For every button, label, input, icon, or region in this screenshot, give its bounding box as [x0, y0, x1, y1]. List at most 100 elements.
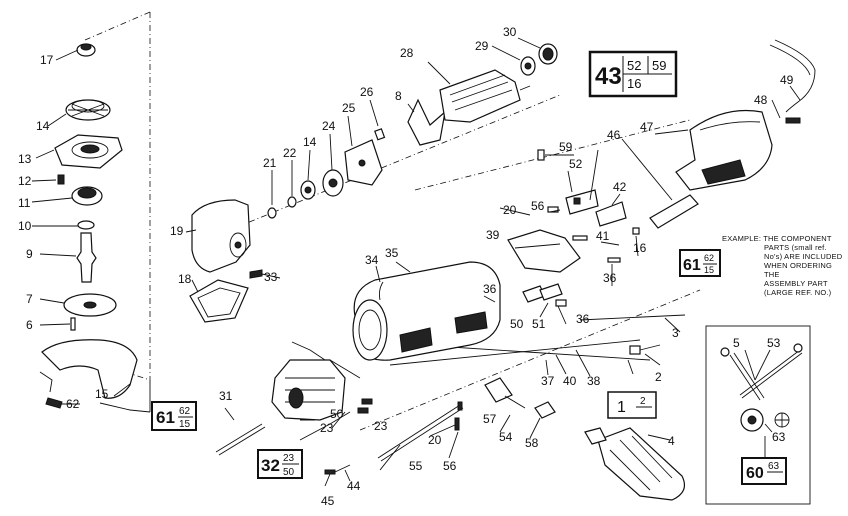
example-note: EXAMPLE: THE COMPONENT PARTS (small ref.… [722, 234, 848, 297]
callout: 6 [26, 318, 33, 332]
callout: 16 [633, 241, 647, 255]
example-note-line: (LARGE REF. NO.) [764, 288, 832, 297]
callout: 9 [26, 247, 33, 261]
svg-text:23: 23 [283, 453, 295, 464]
callout: 56 [443, 459, 457, 473]
callout: 37 [541, 374, 555, 388]
callout-labels: 1 2 3 4 5 6 7 8 9 10 11 12 13 14 14 15 1… [18, 25, 801, 508]
callout: 39 [486, 228, 500, 242]
callout: 38 [587, 374, 601, 388]
callout: 57 [483, 412, 497, 426]
callout: 10 [18, 219, 32, 233]
svg-text:32: 32 [261, 456, 280, 475]
svg-text:15: 15 [704, 265, 714, 275]
assembly-ref-61-left: 61 62 15 [151, 401, 197, 431]
svg-text:63: 63 [768, 461, 780, 472]
assembly-ref-32: 32 23 50 [257, 449, 303, 479]
callout: 42 [613, 180, 627, 194]
assembly-ref-1: 1 2 [607, 391, 657, 419]
callout: 22 [283, 146, 297, 160]
callout: 40 [563, 374, 577, 388]
callout: 4 [668, 434, 675, 448]
spindle-stack [39, 43, 138, 409]
motor-housing [352, 261, 501, 361]
callout: 23 [320, 421, 334, 435]
callout: 5 [733, 336, 740, 350]
callout: 13 [18, 152, 32, 166]
callout: 44 [347, 479, 361, 493]
svg-text:61: 61 [683, 257, 701, 274]
side-handle [584, 427, 685, 501]
switch-parts [507, 149, 640, 307]
callout: 20 [428, 433, 442, 447]
callout: 46 [607, 128, 621, 142]
svg-text:1: 1 [617, 399, 626, 416]
callout: 63 [772, 430, 786, 444]
svg-text:52: 52 [627, 58, 641, 73]
svg-text:2: 2 [640, 396, 646, 407]
accessories-inset [705, 325, 811, 505]
field-assembly [271, 341, 373, 421]
callout: 17 [40, 53, 54, 67]
callout: 31 [219, 389, 233, 403]
callout: 51 [532, 317, 546, 331]
example-note-line: No's) ARE INCLUDED [764, 252, 843, 261]
callout: 26 [360, 85, 374, 99]
callout: 25 [342, 101, 356, 115]
gear-case-19 [191, 199, 251, 273]
callout: 7 [26, 292, 33, 306]
plate-42 [595, 201, 627, 227]
callout: 29 [475, 39, 489, 53]
svg-text:50: 50 [283, 467, 295, 478]
svg-text:62: 62 [179, 406, 191, 417]
callout: 47 [640, 120, 654, 134]
armature [407, 43, 558, 146]
callout: 23 [374, 419, 388, 433]
callout: 11 [18, 196, 31, 210]
gasket-18 [189, 279, 249, 323]
capacitor-57 [484, 377, 513, 403]
callout: 14 [303, 135, 317, 149]
callout: 48 [754, 93, 768, 107]
assembly-ref-60: 60 63 [741, 457, 787, 485]
callout: 36 [483, 282, 497, 296]
callout: 24 [322, 119, 336, 133]
assembly-ref-43: 43 52 59 16 [588, 50, 678, 98]
handle-rear [649, 39, 816, 229]
callout: 2 [655, 370, 662, 384]
assembly-ref-61-right: 61 62 15 [679, 249, 721, 277]
callout: 50 [330, 407, 344, 421]
washer-10 [77, 220, 95, 230]
fan-8 [407, 98, 446, 146]
callout: 52 [569, 157, 583, 171]
callout: 18 [178, 272, 192, 286]
callout: 8 [395, 89, 402, 103]
example-note-line: PARTS (small ref. [764, 243, 827, 252]
callout: 15 [95, 387, 109, 401]
guard-15 [41, 339, 138, 399]
callout: 53 [767, 336, 781, 350]
svg-text:59: 59 [652, 58, 666, 73]
svg-text:61: 61 [156, 408, 175, 427]
callout: 12 [18, 174, 32, 188]
callout: 33 [264, 270, 278, 284]
callout: 58 [525, 436, 539, 450]
callout: 45 [321, 494, 335, 508]
brush-holder-52 [565, 189, 599, 215]
svg-text:15: 15 [179, 419, 191, 430]
spindle-9 [76, 232, 97, 283]
svg-text:43: 43 [595, 63, 622, 90]
cover-47 [675, 109, 773, 191]
callout: 19 [170, 224, 184, 238]
example-note-line: WHEN ORDERING THE [764, 261, 833, 279]
svg-text:62: 62 [704, 253, 714, 263]
svg-text:16: 16 [627, 76, 641, 91]
callout: 34 [365, 253, 379, 267]
callout: 55 [409, 459, 423, 473]
tube-46 [649, 194, 699, 229]
callout: 21 [263, 156, 277, 170]
callout: 36 [576, 312, 590, 326]
plug-58 [534, 401, 556, 419]
handle-4 [597, 427, 685, 501]
